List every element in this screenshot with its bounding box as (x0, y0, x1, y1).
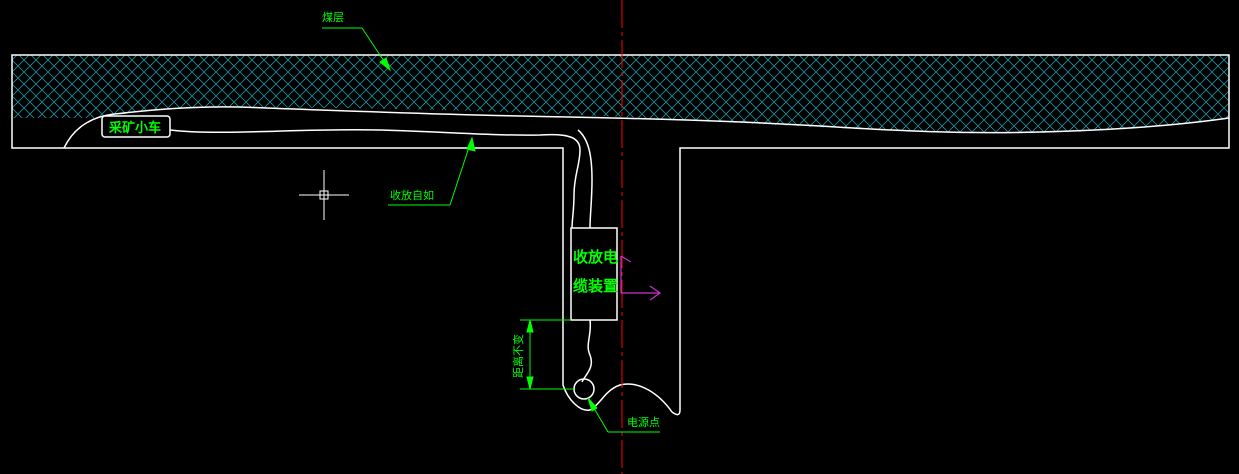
coal-seam-leader (322, 27, 392, 72)
cable-path (169, 128, 581, 229)
cable-reel-label-2: 缆装置 (573, 277, 618, 295)
distance-dimension (520, 319, 574, 390)
cable-reel-device[interactable] (570, 227, 618, 321)
cable-free-label: 收放自如 (390, 188, 434, 202)
coal-seam-boundary (63, 106, 1230, 149)
coal-seam-hatch (12, 55, 1229, 134)
ucs-arrow-icon (620, 255, 662, 301)
distance-label: 距离不变 (511, 334, 525, 378)
cable-path-down (581, 319, 593, 383)
mining-car[interactable] (101, 115, 171, 138)
roadway-outline (11, 54, 1230, 416)
mining-car-label: 采矿小车 (108, 120, 161, 136)
crosshair-cursor-icon (299, 170, 349, 220)
power-point-leader (587, 397, 660, 433)
coal-seam-label: 煤层 (322, 11, 344, 24)
cable-path-to-reel (577, 129, 593, 229)
cable-reel-label-1: 收放电 (573, 248, 618, 266)
power-point-circle[interactable] (573, 378, 595, 400)
cable-free-leader (388, 136, 476, 206)
power-point-label: 电源点 (627, 415, 660, 429)
